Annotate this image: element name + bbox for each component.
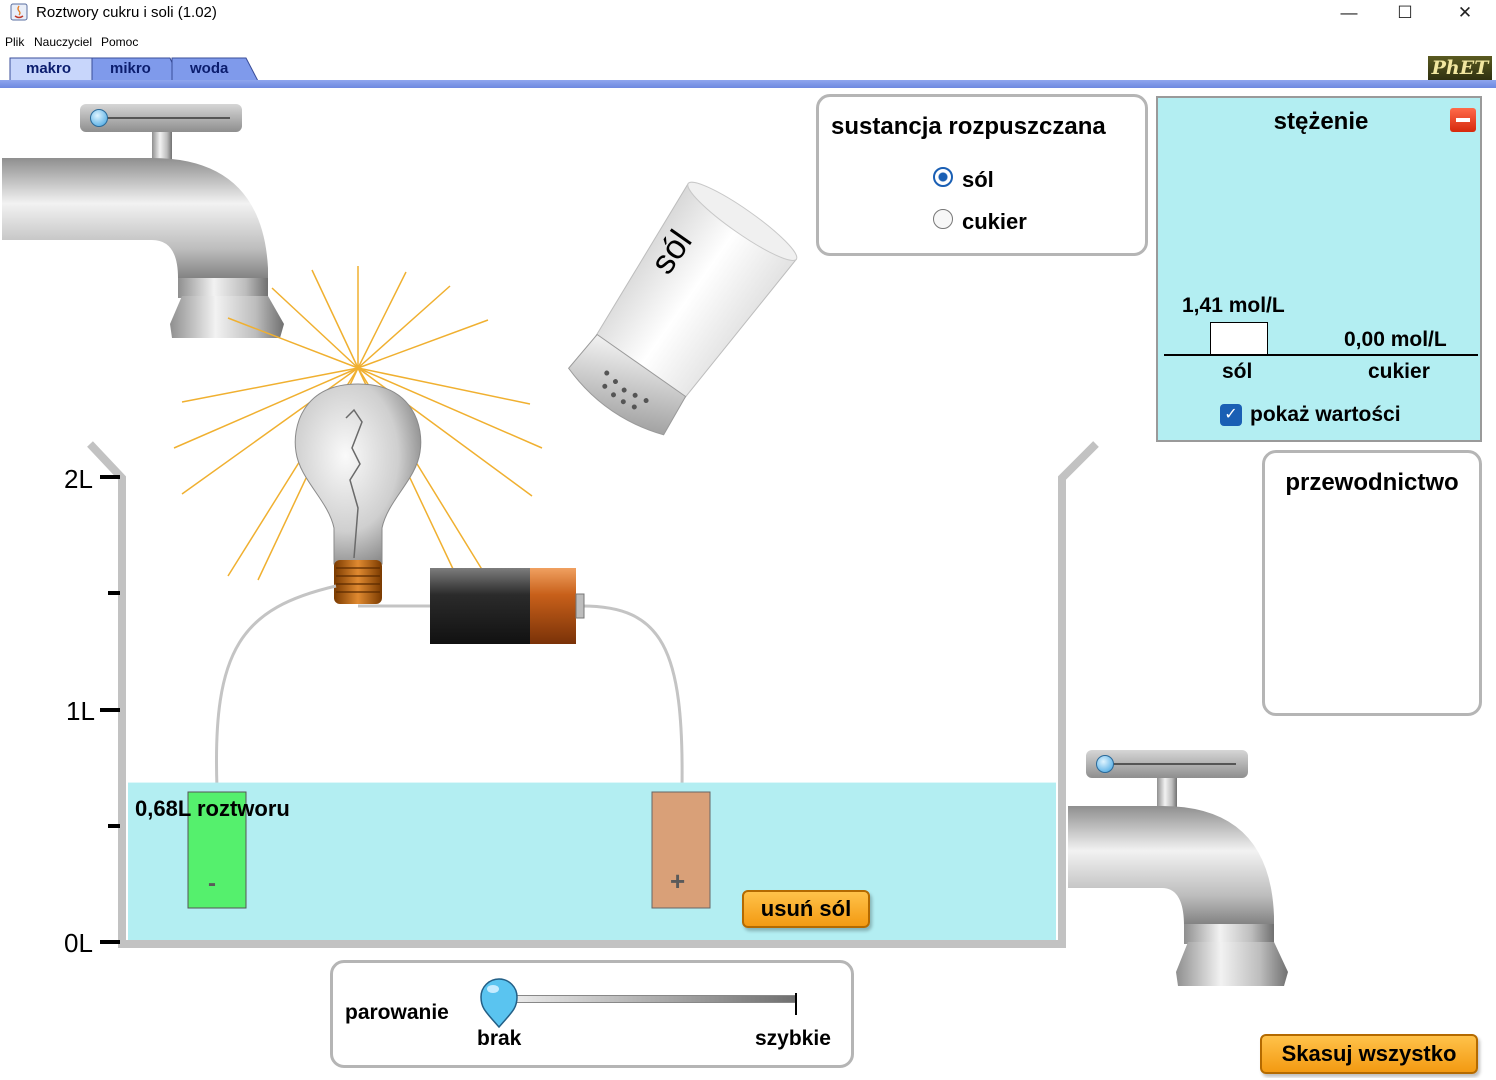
radio-salt-label[interactable]: sól — [962, 167, 994, 192]
salt-bar-label: sól — [1222, 360, 1253, 383]
java-app-icon — [10, 3, 28, 21]
radio-sugar-label[interactable]: cukier — [962, 209, 1027, 234]
concentration-title: stężenie — [1273, 108, 1369, 135]
phet-logo: PhET — [1428, 56, 1492, 80]
scale-label-1l: 1L — [66, 696, 95, 726]
evaporation-max-label: szybkie — [755, 1027, 831, 1050]
radio-salt[interactable] — [933, 167, 953, 187]
circuit-wires — [214, 584, 684, 789]
maximize-icon[interactable]: ☐ — [1397, 3, 1413, 22]
conductivity-title: przewodnictwo — [1285, 469, 1459, 496]
scene-graphics — [2, 130, 1288, 986]
simulation-canvas: sól 2L 1L 0L 0,68L roztworu - + usuń sól… — [2, 88, 1494, 1078]
tab-mikro[interactable]: mikro — [110, 60, 151, 77]
close-icon[interactable]: ✕ — [1457, 3, 1473, 22]
salt-concentration-bar — [1210, 322, 1268, 356]
top-faucet-slider-knob[interactable] — [90, 109, 108, 127]
salt-shaker[interactable] — [556, 174, 803, 448]
menu-pomoc[interactable]: Pomoc — [101, 35, 139, 49]
bottom-faucet-flow-slider[interactable] — [1086, 750, 1248, 778]
tab-woda[interactable]: woda — [190, 60, 229, 77]
solute-panel-title: sustancja rozpuszczana — [831, 113, 1106, 140]
salt-concentration-value: 1,41 mol/L — [1182, 294, 1285, 317]
beaker — [87, 441, 1099, 948]
negative-electrode — [187, 791, 247, 909]
minimize-panel-icon[interactable] — [1450, 108, 1476, 132]
top-faucet — [2, 130, 284, 338]
show-values-label[interactable]: pokaż wartości — [1250, 403, 1401, 426]
solution-fill — [128, 782, 1056, 940]
tab-makro[interactable]: makro — [26, 60, 72, 77]
evaporation-slider-track[interactable] — [497, 995, 797, 1003]
minimize-icon[interactable]: — — [1340, 3, 1358, 22]
evaporation-panel: parowanie brak szybkie — [330, 960, 854, 1068]
radio-sugar[interactable] — [933, 209, 953, 229]
concentration-panel: stężenie 1,41 mol/L 0,00 mol/L sól cukie… — [1156, 96, 1482, 442]
sugar-concentration-value: 0,00 mol/L — [1344, 328, 1447, 351]
bottom-faucet-slider-track — [1102, 763, 1236, 765]
top-faucet-flow-slider[interactable] — [80, 104, 242, 132]
positive-electrode-sign: + — [670, 866, 686, 896]
remove-salt-button[interactable]: usuń sól — [742, 890, 870, 928]
top-faucet-slider-track — [96, 117, 230, 119]
solution-volume-label: 0,68L roztworu — [135, 796, 290, 821]
bottom-faucet-slider-knob[interactable] — [1096, 755, 1114, 773]
title-bar — [0, 0, 1496, 32]
solute-panel: sustancja rozpuszczana sól cukier — [816, 94, 1148, 256]
window-title: Roztwory cukru i soli (1.02) — [36, 4, 217, 21]
positive-electrode — [651, 791, 711, 909]
battery — [430, 568, 585, 644]
menu-plik[interactable]: Plik — [5, 35, 25, 49]
bottom-faucet — [1068, 776, 1288, 986]
show-values-checkbox[interactable]: ✓ — [1220, 404, 1242, 426]
evaporation-slider-knob[interactable] — [477, 973, 521, 1029]
evaporation-slider-end-tick — [795, 993, 797, 1015]
reset-all-button[interactable]: Skasuj wszystko — [1260, 1034, 1478, 1074]
evaporation-label: parowanie — [345, 1001, 449, 1024]
tab-underline — [0, 80, 1496, 88]
beaker-scale-ticks — [100, 475, 120, 944]
scale-label-0l: 0L — [64, 928, 93, 958]
menu-nauczyciel[interactable]: Nauczyciel — [34, 35, 93, 49]
evaporation-min-label: brak — [477, 1027, 522, 1050]
negative-electrode-sign: - — [208, 870, 216, 897]
menu-bar — [0, 32, 1496, 54]
scale-label-2l: 2L — [64, 464, 93, 494]
sugar-bar-label: cukier — [1368, 360, 1430, 383]
concentration-baseline — [1164, 354, 1478, 356]
conductivity-panel: przewodnictwo — [1262, 450, 1482, 716]
light-bulb — [294, 383, 422, 604]
